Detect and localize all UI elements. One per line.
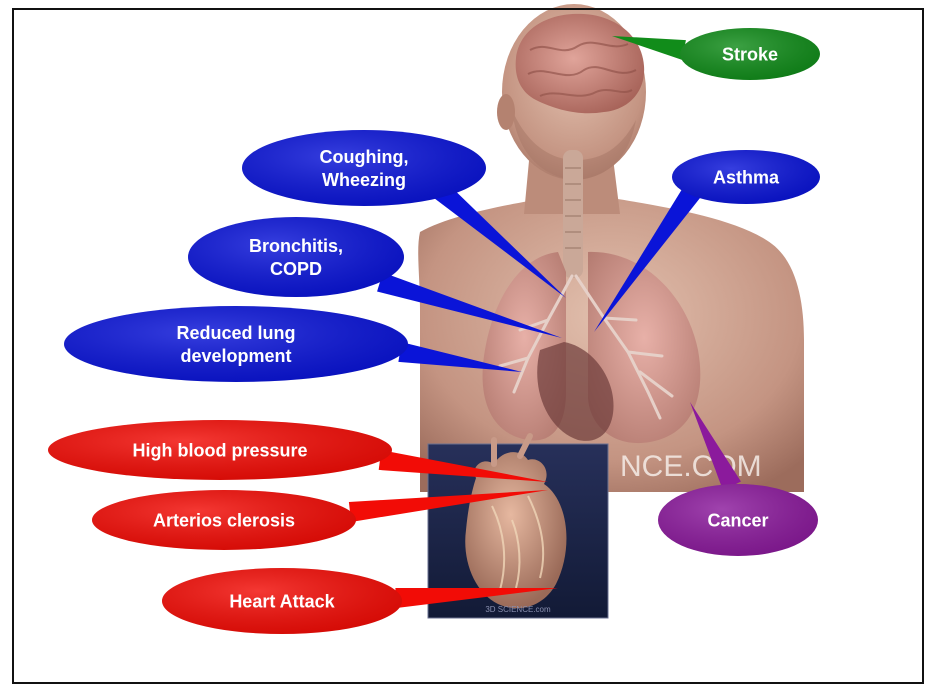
callout-text: Reduced lung (176, 323, 295, 343)
callout-text: Bronchitis, (249, 236, 343, 256)
callout-text: Arterios clerosis (153, 510, 295, 530)
heart-inset-caption: 3D SCIENCE.com (485, 605, 551, 614)
callout-text: development (180, 346, 291, 366)
callout-bubble-shade (188, 217, 404, 297)
callout-text: Asthma (713, 167, 780, 187)
callout-text: High blood pressure (132, 440, 307, 460)
watermark-text: NCE.COM (620, 450, 762, 483)
callout-bubble-shade (64, 306, 408, 382)
callout-bubble-shade (242, 130, 486, 206)
callout-text: COPD (270, 259, 322, 279)
callout-text: Heart Attack (229, 591, 335, 611)
callout-text: Wheezing (322, 170, 406, 190)
callout-text: Stroke (722, 44, 778, 64)
callout-text: Coughing, (320, 147, 409, 167)
callout-text: Cancer (707, 510, 768, 530)
